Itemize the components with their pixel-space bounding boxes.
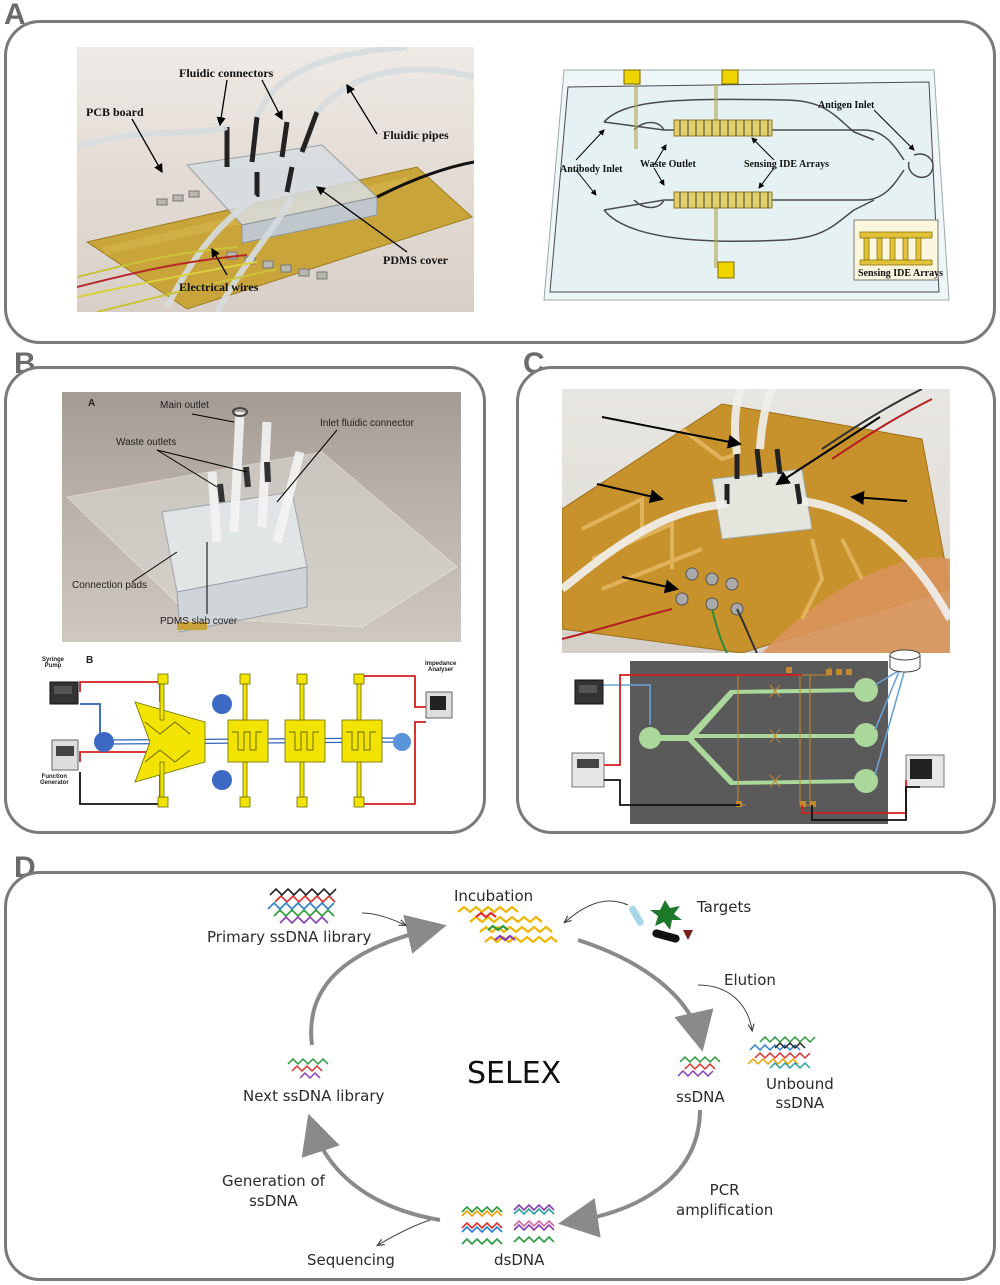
label-main-outlet: Main outlet [160,400,209,411]
panel-b-photo-drawing [65,407,458,633]
panel-b-schematic [49,673,453,808]
label-function-generator: Function Generator [40,774,69,786]
panel-c-schematic [571,649,945,824]
label-impedance-analyser: Impedance Analyser [425,661,457,673]
label-primary-ssdna-library: Primary ssDNA library [207,928,372,946]
ssdna-strands [677,1055,721,1078]
label-antibody-inlet: Antibody Inlet [560,164,623,175]
label-targets: Targets [697,898,752,916]
label-syringe-pump: Syringe Pump [42,657,65,669]
incubation-strands [457,905,558,944]
label-unbound-ssdna: Unbound ssDNA [766,1075,834,1112]
label-next-ssdna-library: Next ssDNA library [243,1087,385,1105]
label-fluidic-pipes: Fluidic pipes [383,128,449,142]
panel-a-photo-arrows [131,79,408,276]
label-sequencing: Sequencing [307,1251,395,1269]
label-inlet-fluidic-connector: Inlet fluidic connector [320,418,414,429]
panel-b-photo-arrows [131,413,338,614]
panel-c-photo-arrows [596,416,908,594]
panel-c-photo-drawing [562,389,950,653]
panel-letter-a: A [4,0,26,31]
subpanel-label-b: B [86,655,94,666]
label-fluidic-connectors: Fluidic connectors [179,66,274,80]
panel-a-photo-drawing [77,47,474,312]
label-inset-sensing-ide-arrays: Sensing IDE Arrays [858,268,944,279]
next-library-strands [287,1057,329,1080]
label-incubation: Incubation [454,887,534,905]
subpanel-label-a: A [88,398,96,409]
panel-b-photo: A Main outlet Waste outlets Inlet fluidi… [62,392,461,642]
selex-center-title: SELEX [467,1056,562,1091]
panel-c-photo [562,389,950,653]
label-generation-of-ssdna: Generation of ssDNA [222,1172,325,1210]
panel-a-schematic [543,69,950,301]
label-electrical-wires: Electrical wires [179,280,259,294]
label-antigen-inlet: Antigen Inlet [818,100,875,111]
label-elution: Elution [724,971,776,989]
label-pcb-board: PCB board [86,105,144,119]
targets-icons [629,900,693,943]
label-pcr-amplification: PCR amplification [676,1181,774,1219]
label-connection-pads: Connection pads [72,580,148,591]
label-ssdna: ssDNA [676,1088,725,1106]
label-waste-outlet: Waste Outlet [640,159,696,170]
label-waste-outlets: Waste outlets [116,437,177,448]
label-pdms-slab-cover: PDMS slab cover [160,616,238,627]
label-sensing-ide-arrays: Sensing IDE Arrays [744,159,830,170]
panel-a-photo: Fluidic connectors PCB board Fluidic pip… [77,47,474,312]
dsdna-strands [461,1203,555,1246]
label-pdms-cover: PDMS cover [383,253,448,267]
primary-library-strands [267,887,337,925]
unbound-strands [747,1035,816,1070]
label-dsdna: dsDNA [494,1251,545,1269]
